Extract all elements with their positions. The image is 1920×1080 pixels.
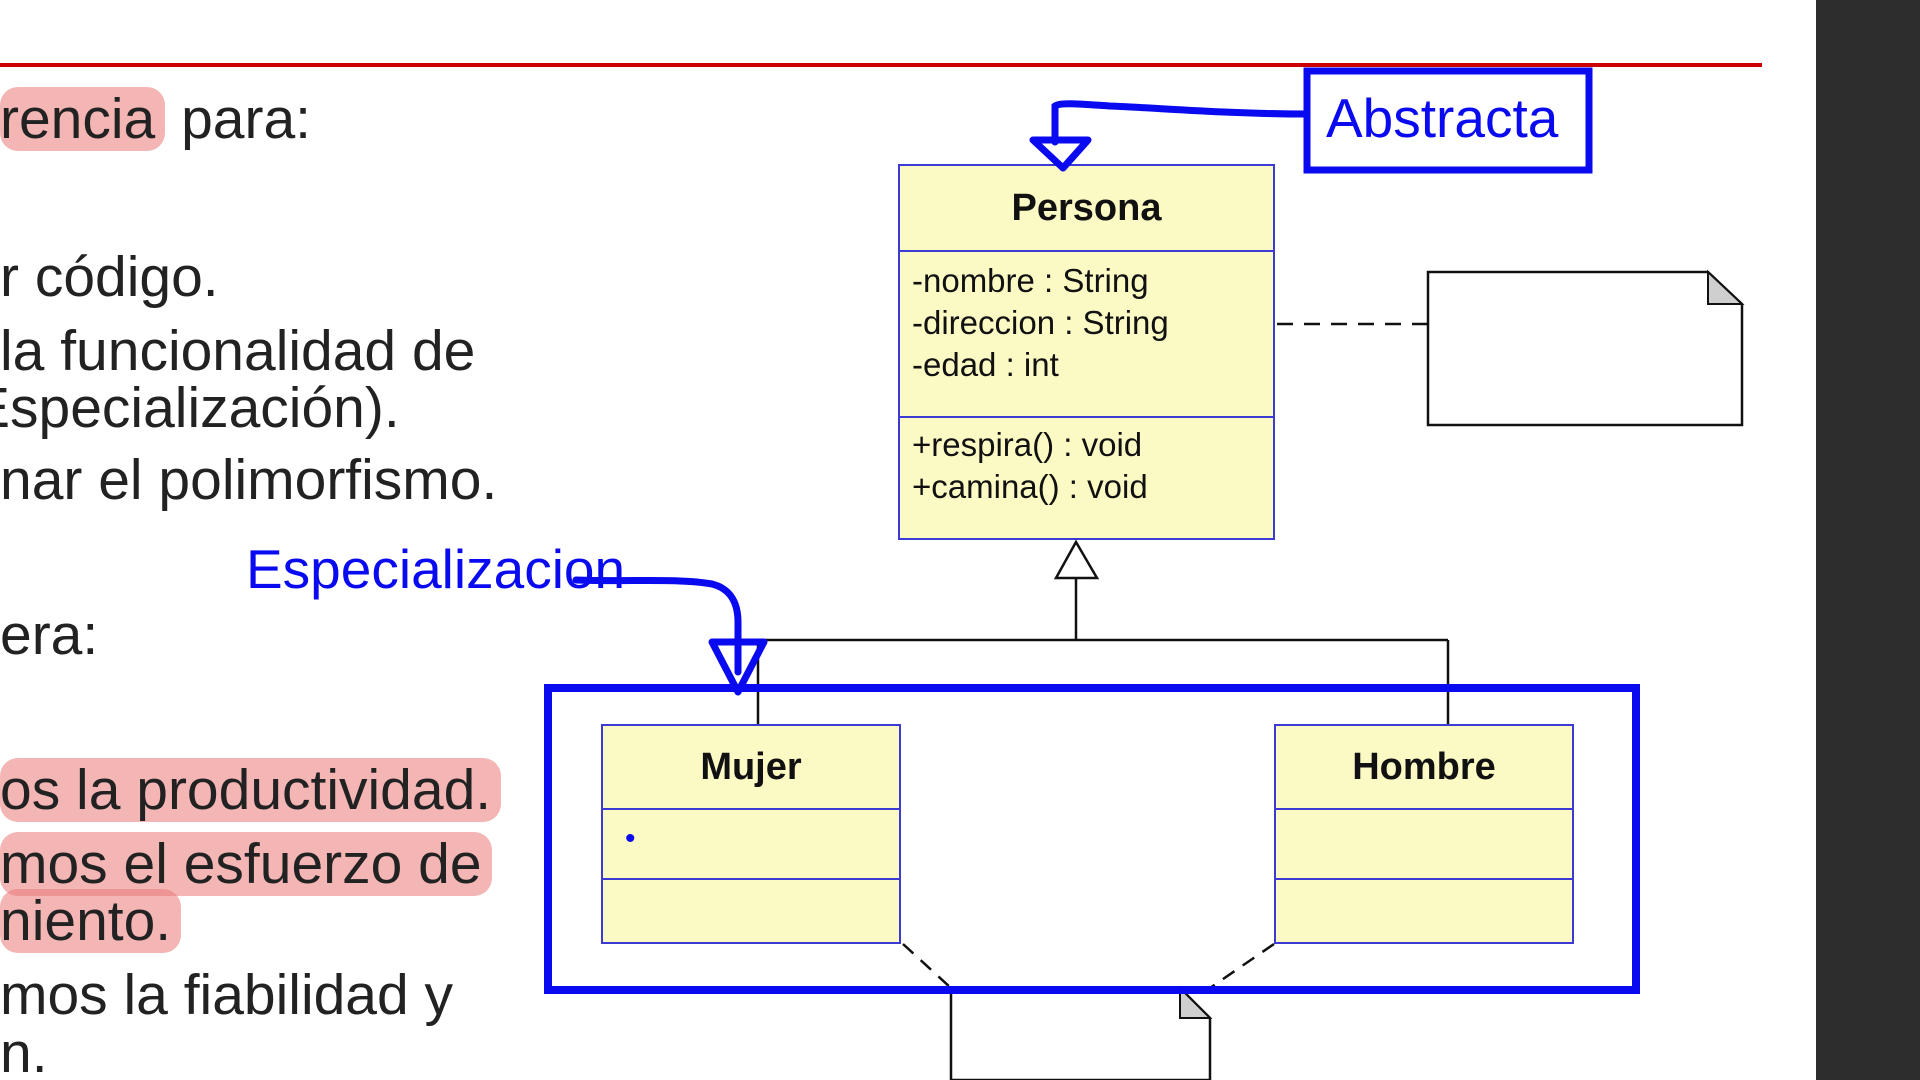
class-hombre-attributes — [1276, 810, 1572, 880]
text-line-especializacion: Especialización). — [0, 376, 400, 440]
arrow-abstracta — [1051, 100, 1311, 146]
class-persona-name: Persona — [900, 166, 1273, 252]
text-line-era: era: — [0, 603, 99, 667]
class-mujer-name: Mujer — [603, 726, 899, 810]
class-persona-methods: +respira() : void +camina() : void — [900, 418, 1273, 514]
attribute-nombre: -nombre : String — [912, 262, 1149, 299]
text-para: para: — [165, 87, 312, 151]
text-line-fiabilidad: mos la fiabilidad y — [0, 963, 454, 1027]
method-camina: +camina() : void — [912, 468, 1148, 505]
text-line-n: n. — [0, 1021, 48, 1080]
class-mujer-attributes: • — [603, 810, 899, 880]
class-persona-attributes: -nombre : String -direccion : String -ed… — [900, 252, 1273, 418]
text-line-niento: niento. — [0, 888, 182, 954]
note-hijas-link-mujer — [902, 943, 952, 989]
text-line-codigo: r código. — [0, 245, 219, 309]
attribute-direccion: -direccion : String — [912, 304, 1169, 341]
note-superclase-fold — [1707, 269, 1745, 305]
attribute-edad: -edad : int — [912, 346, 1059, 383]
text-line-funcionalidad: la funcionalidad de — [0, 319, 476, 383]
inheritance-arrowhead — [1053, 539, 1100, 580]
text-line-esfuerzo: mos el esfuerzo de — [0, 831, 492, 897]
highlight-herencia: rencia — [0, 87, 166, 151]
note-hijas-link-hombre — [1209, 942, 1275, 990]
method-respira: +respira() : void — [912, 426, 1143, 463]
text-line-polimorfismo: nar el polimorfismo. — [0, 448, 498, 512]
slide: rencia para: r código. la funcionalidad … — [0, 63, 1762, 1080]
note-superclase-text: Clase Principal o SuperClase — [1436, 285, 1643, 371]
window-edge — [1816, 0, 1920, 1080]
highlight-niento: niento. — [0, 889, 182, 953]
annotation-abstracta: Abstracta — [1326, 87, 1559, 149]
class-persona[interactable]: Persona -nombre : String -direccion : St… — [898, 164, 1275, 540]
title-rule — [0, 63, 1762, 67]
highlight-esfuerzo: mos el esfuerzo de — [0, 832, 492, 896]
class-mujer-methods — [603, 880, 899, 892]
class-hombre-name: Hombre — [1276, 726, 1572, 810]
text-line-herencia: rencia para: — [0, 86, 311, 152]
cursor-dot: • — [625, 822, 636, 855]
class-hombre[interactable]: Hombre — [1274, 724, 1574, 944]
note-superclase-line1: Clase Principal — [1436, 289, 1643, 324]
note-superclase-line2: o SuperClase — [1436, 332, 1624, 367]
note-hijas-text: Clases Hijas — [958, 1007, 1131, 1042]
note-hijas-fold — [1179, 985, 1213, 1019]
class-hombre-methods — [1276, 880, 1572, 892]
highlight-productividad: os la productividad. — [0, 758, 502, 822]
class-mujer[interactable]: Mujer • — [601, 724, 901, 944]
arrowhead-especializacion — [708, 638, 768, 696]
annotation-especializacion: Especializacion — [246, 538, 626, 600]
text-line-productividad: os la productividad. — [0, 757, 502, 823]
